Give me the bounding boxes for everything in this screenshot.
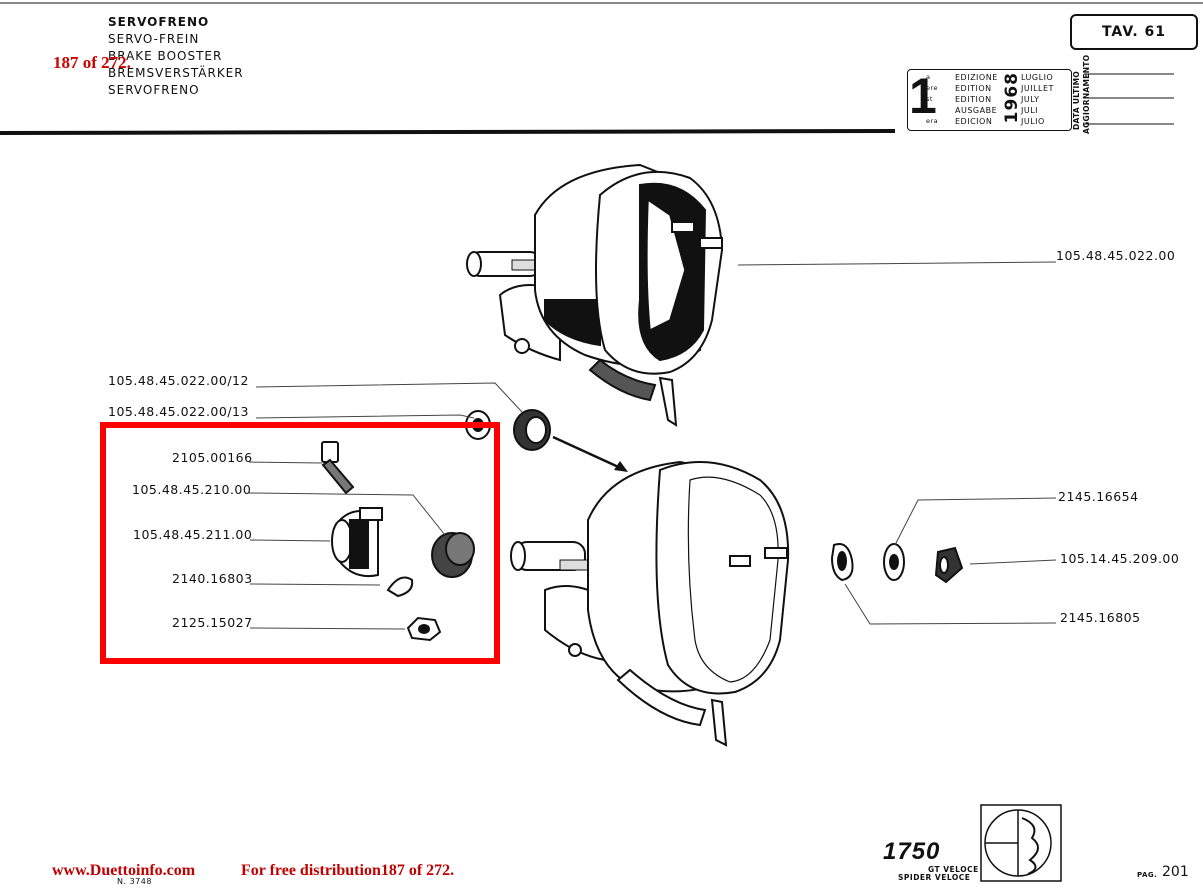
tav-label: TAV. 61 [1070,14,1198,50]
label-p13: 105.48.45.022.00/13 [108,404,249,419]
footer-site-link[interactable]: www.Duettoinfo.com [52,862,196,879]
label-booster-top: 105.48.45.022.00 [1056,248,1176,263]
label-bolt: 2105.00166 [172,450,253,465]
title-block: SERVOFRENO SERVO-FREIN BRAKE BOOSTER BRE… [108,14,244,99]
header-rule [0,129,896,135]
part-small-washer [386,576,414,598]
title-french: SERVO-FREIN [108,32,200,46]
label-p12: 105.48.45.022.00/12 [108,373,249,388]
title-german: BREMSVERSTÄRKER [108,66,244,80]
edition-words: EDIZIONE EDITION EDITION AUSGABE EDICION [955,73,998,126]
label-p210: 105.48.45.210.00 [132,482,252,497]
label-washer-flat: 2145.16654 [1058,489,1139,504]
alfa-romeo-logo [980,804,1062,882]
footer-distribution: For free distribution187 of 272. [241,862,455,879]
label-clamp: 105.48.45.211.00 [133,527,253,542]
page-overlay-text: 187 of 272. [53,53,131,72]
title-english: BRAKE BOOSTER [108,49,223,63]
page-label: PAG. [1137,871,1158,879]
doc-number: N. 3748 [117,877,152,886]
label-lock-washer: 2145.16805 [1060,610,1141,625]
label-nut-small: 2125.15027 [172,615,253,630]
assembly-arrow [552,435,626,472]
leader-lines [248,261,1057,630]
label-washer-small: 2140.16803 [172,571,253,586]
lower-booster-drawing [510,460,790,747]
title-spanish: SERVOFRENO [108,83,200,97]
edition-suffixes: a ere st . era [926,73,939,125]
model-line-2: SPIDER VELOCE [898,873,971,882]
edition-big-number: 1 [909,68,937,124]
title-italian: SERVOFRENO [108,15,210,29]
part-hose-clamp [331,507,383,578]
part-small-nut [406,616,442,642]
part-ribbed-ring [431,532,475,578]
highlight-box [100,422,500,664]
assembly-arrow-head [614,461,628,472]
part-bolt [321,441,355,495]
model-number: 1750 [883,838,941,865]
upper-booster-drawing [466,163,724,427]
edition-months: LUGLIO JUILLET JULY JULI JULIO [1021,73,1054,126]
model-line-1: GT VELOCE [928,865,979,874]
label-nut-right: 105.14.45.209.00 [1060,551,1180,566]
page-number: 201 [1162,864,1189,880]
edition-box [907,69,1072,131]
